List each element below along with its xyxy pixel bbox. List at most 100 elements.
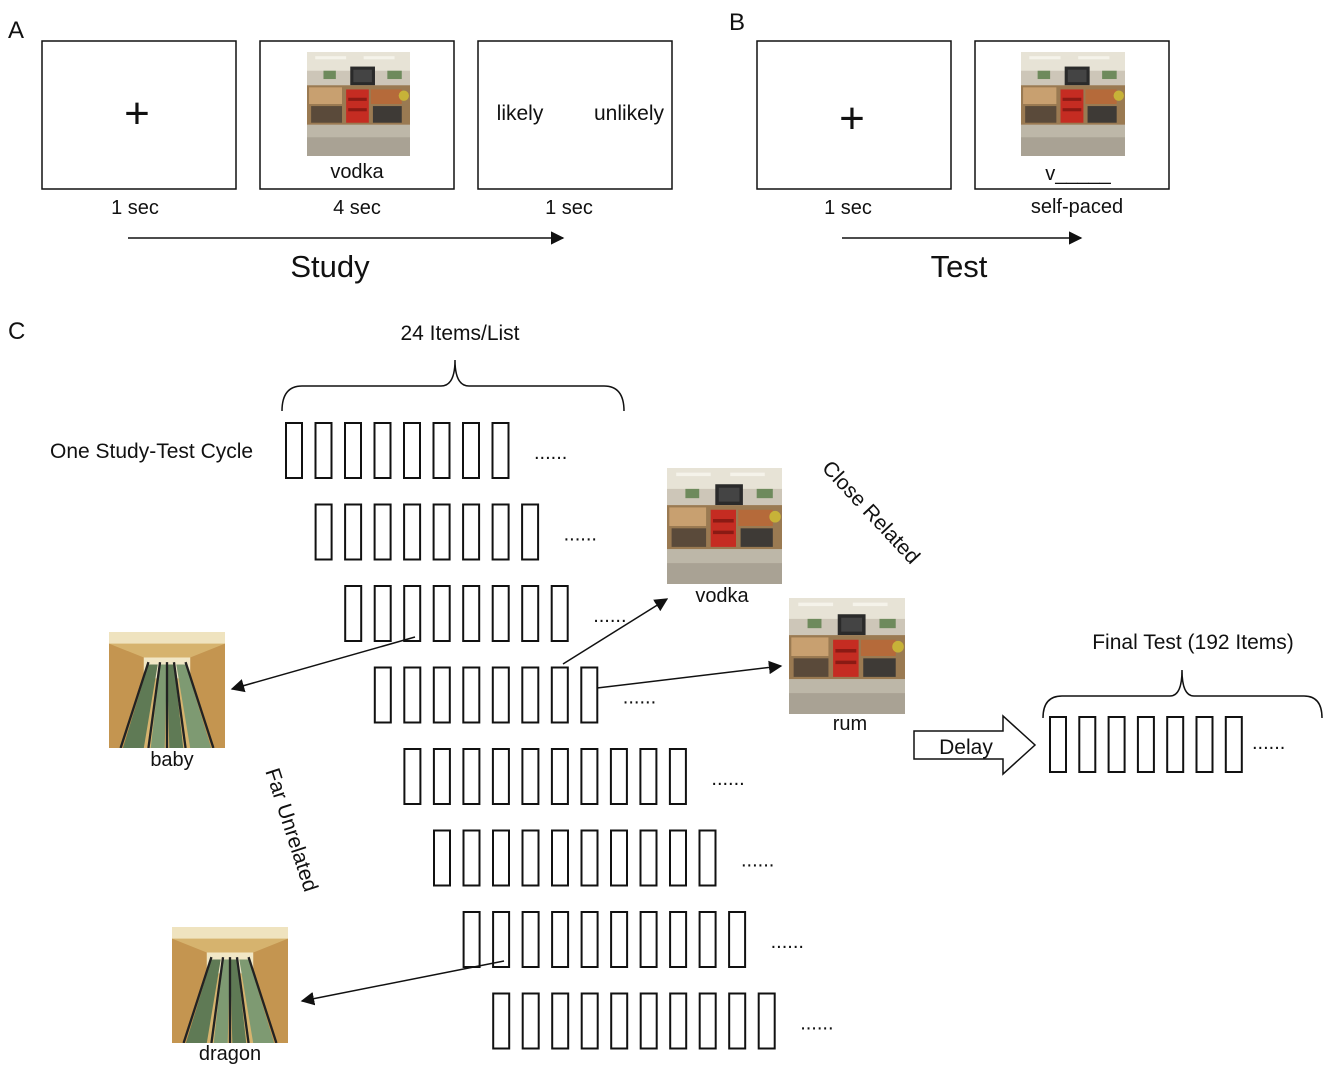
list-item-box (698, 911, 717, 968)
list-item-box (610, 992, 629, 1050)
arrow-to-dragon (300, 960, 505, 1006)
test-label: Test (931, 249, 988, 284)
list-item-box (373, 422, 392, 479)
list-item-box (639, 911, 658, 968)
study-fixation-frame (41, 40, 237, 190)
list-item-box (609, 748, 628, 805)
study-duration-2: 4 sec (333, 197, 381, 219)
store-photo-icon (1021, 52, 1125, 156)
list-item-box (462, 748, 481, 805)
final-test-items (1049, 716, 1243, 773)
list-item-box (373, 503, 392, 561)
final-test-item-box (1166, 716, 1185, 773)
list-item-box (521, 503, 540, 561)
row-ellipsis: ...... (741, 850, 774, 872)
list-item-box (403, 748, 422, 805)
list-item-box (550, 585, 569, 642)
list-item-box (373, 585, 392, 642)
list-item-box (462, 422, 480, 479)
list-item-box (698, 829, 717, 887)
list-item-box (344, 503, 363, 561)
list-item-box (639, 829, 658, 887)
list-item-box (403, 585, 422, 642)
final-test-item-box (1078, 716, 1097, 773)
list-item-box (432, 503, 451, 561)
close-related-label: Close Related (817, 456, 924, 568)
list-item-box (551, 911, 570, 968)
final-test-item-box (1224, 716, 1243, 773)
arrow-to-rum (596, 660, 783, 689)
store-photo-icon (789, 598, 905, 714)
study-cue-word: vodka (330, 161, 384, 183)
list-item-box (668, 748, 687, 805)
list-item-box (728, 911, 747, 968)
list-item-box (610, 911, 629, 968)
row-ellipsis: ...... (593, 605, 626, 627)
test-duration-2: self-paced (1031, 196, 1123, 218)
far-unrelated-word-2: dragon (199, 1043, 261, 1065)
arrow-to-vodka (562, 598, 669, 665)
store-photo-icon (667, 468, 782, 584)
list-item-box (432, 585, 451, 642)
list-item-box (491, 585, 510, 642)
study-duration-3: 1 sec (545, 197, 593, 219)
final-test-item-box (1049, 716, 1067, 773)
list-item-box (610, 829, 628, 887)
final-test-label: Final Test (192 Items) (1092, 631, 1294, 654)
list-item-box (491, 748, 510, 805)
escalator-photo-icon (172, 927, 288, 1043)
study-duration-1: 1 sec (111, 197, 159, 219)
list-item-box (491, 503, 510, 561)
list-item-box (344, 585, 363, 642)
panel-label-a: A (8, 17, 24, 44)
panel-label-b: B (729, 9, 745, 36)
list-item-box (698, 992, 717, 1050)
list-item-box (669, 992, 688, 1050)
list-item-box (639, 992, 658, 1050)
list-item-box (432, 748, 451, 805)
row-ellipsis: ...... (771, 931, 804, 953)
list-item-box (521, 748, 540, 805)
list-item-box (432, 422, 451, 479)
list-item-box (403, 422, 421, 479)
test-fixation-cross: + (839, 94, 865, 143)
list-item-box (757, 992, 776, 1050)
far-unrelated-word-1: baby (150, 749, 193, 771)
list-item-box (373, 666, 392, 724)
list-item-box (491, 422, 510, 479)
close-related-word-1: vodka (695, 585, 749, 607)
list-item-box (491, 666, 510, 724)
judgment-unlikely: unlikely (594, 102, 665, 125)
list-item-box (551, 829, 569, 887)
list-item-box (550, 748, 569, 805)
list-item-box (728, 992, 747, 1050)
delay-arrow (913, 714, 1037, 776)
list-item-box (462, 911, 481, 968)
list-item-box (669, 911, 688, 968)
list-item-box (580, 911, 599, 968)
list-item-box (285, 422, 303, 479)
list-item-box (462, 666, 481, 724)
row-ellipsis: ...... (800, 1013, 833, 1035)
store-photo-icon (307, 52, 410, 156)
list-item-box (492, 829, 510, 887)
final-test-item-box (1195, 716, 1214, 773)
row-ellipsis: ...... (534, 442, 567, 464)
list-item-box (462, 585, 481, 642)
list-item-box (403, 503, 422, 561)
panel-label-c: C (8, 318, 25, 345)
list-brace (281, 359, 625, 412)
list-item-box (314, 503, 333, 561)
list-item-box (314, 422, 333, 479)
list-item-box (639, 748, 658, 805)
list-item-box (580, 666, 599, 724)
list-item-box (580, 748, 599, 805)
test-duration-1: 1 sec (824, 197, 872, 219)
list-item-box (669, 829, 687, 887)
arrow-to-baby (230, 636, 416, 693)
test-fixation-frame (756, 40, 952, 190)
list-item-box (433, 829, 451, 887)
test-word-stem: v_____ (1045, 163, 1111, 185)
list-item-box (521, 829, 540, 887)
